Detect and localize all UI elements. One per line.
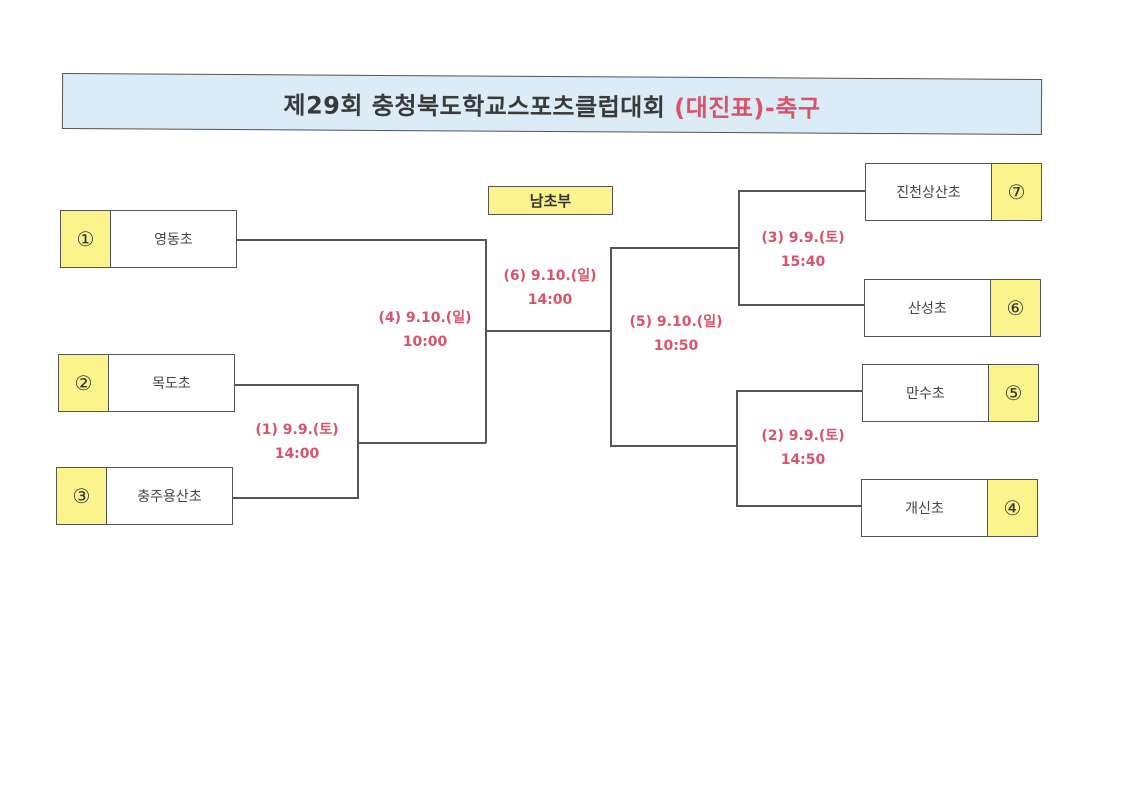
match-label: (1) 9.9.(토): [255, 422, 339, 438]
match-label: (5) 9.10.(일): [629, 314, 723, 330]
match-2-info: (2) 9.9.(토) 14:50: [761, 424, 844, 472]
seed-badge: ⑤: [988, 365, 1038, 421]
team-slot-5: 만수초 ⑤: [862, 364, 1039, 422]
match-label: (2) 9.9.(토): [761, 428, 845, 444]
match-label: (6) 9.10.(일): [503, 268, 597, 284]
match-time: 10:00: [402, 334, 448, 350]
team-name: 진천상산초: [896, 185, 961, 201]
bracket-line-m4: [236, 239, 487, 443]
match-3-info: (3) 9.9.(토) 15:40: [761, 226, 844, 274]
match-4-info: (4) 9.10.(일) 10:00: [379, 306, 472, 354]
seed-badge: ①: [61, 211, 111, 267]
team-slot-1: ① 영동초: [60, 210, 237, 268]
bracket-line-m2: [736, 390, 864, 507]
match-time: 14:00: [274, 446, 320, 462]
match-1-info: (1) 9.9.(토) 14:00: [255, 418, 338, 466]
team-slot-3: ③ 충주용산초: [56, 467, 233, 525]
match-label: (4) 9.10.(일): [378, 310, 472, 326]
division-label: 남초부: [488, 186, 613, 215]
bracket-line-m5: [610, 247, 739, 447]
team-slot-2: ② 목도초: [58, 354, 235, 412]
team-name: 산성초: [908, 301, 947, 317]
seed-badge: ⑥: [990, 280, 1040, 336]
team-name: 목도초: [152, 376, 191, 392]
team-slot-7: 진천상산초 ⑦: [865, 163, 1042, 221]
match-time: 14:00: [527, 292, 573, 308]
team-name: 영동초: [154, 232, 193, 248]
seed-badge: ⑦: [991, 164, 1041, 220]
bracket-line-m1: [232, 384, 359, 499]
team-name: 개신초: [905, 501, 944, 517]
match-6-info: (6) 9.10.(일) 14:00: [504, 264, 597, 312]
team-name: 만수초: [906, 386, 945, 402]
match-time: 15:40: [780, 254, 826, 270]
match-time: 10:50: [653, 338, 699, 354]
seed-badge: ④: [987, 480, 1037, 536]
match-5-info: (5) 9.10.(일) 10:50: [630, 310, 723, 358]
match-label: (3) 9.9.(토): [761, 230, 845, 246]
match-time: 14:50: [780, 452, 826, 468]
team-slot-4: 개신초 ④: [861, 479, 1038, 537]
team-slot-6: 산성초 ⑥: [864, 279, 1041, 337]
team-name: 충주용산초: [137, 489, 202, 505]
seed-badge: ②: [59, 355, 109, 411]
seed-badge: ③: [57, 468, 107, 524]
